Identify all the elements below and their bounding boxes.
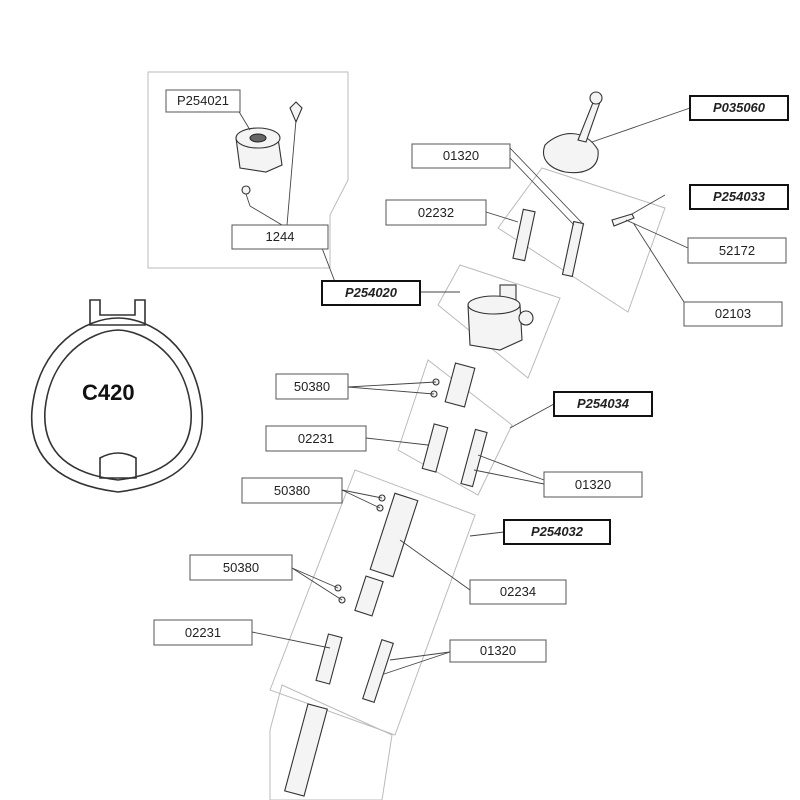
tube-bottom-part xyxy=(284,703,328,797)
panel-p254034 xyxy=(397,359,513,496)
parts xyxy=(235,91,635,797)
svg-text:02231: 02231 xyxy=(185,625,221,640)
svg-text:01320: 01320 xyxy=(575,477,611,492)
label-50380-c: 50380 xyxy=(189,554,293,581)
end-cap-p254021-part xyxy=(235,101,303,207)
svg-text:01320: 01320 xyxy=(443,148,479,163)
assembly-labels: P254020 P035060 P254033 P254034 P254032 xyxy=(321,95,789,545)
label-p254034: P254034 xyxy=(553,391,653,417)
tube-02231-a-part xyxy=(421,423,449,473)
svg-text:P254020: P254020 xyxy=(345,285,398,300)
tube-01320-top-part xyxy=(561,220,585,278)
tube-01320-bot-part xyxy=(362,638,394,704)
svg-text:50380: 50380 xyxy=(274,483,310,498)
adapter-p254020-part xyxy=(467,284,534,351)
svg-text:50380: 50380 xyxy=(294,379,330,394)
label-02231-b: 02231 xyxy=(153,619,253,646)
svg-text:P254032: P254032 xyxy=(531,524,584,539)
svg-text:P254034: P254034 xyxy=(577,396,630,411)
label-50380-a: 50380 xyxy=(275,373,349,400)
c420-profile: C420 xyxy=(30,299,204,493)
label-p254021: P254021 xyxy=(165,89,241,113)
svg-text:1244: 1244 xyxy=(266,229,295,244)
profile-name: C420 xyxy=(82,380,135,405)
label-02234: 02234 xyxy=(469,579,567,605)
label-p254033: P254033 xyxy=(689,184,789,210)
panel-p254032 xyxy=(269,469,476,736)
svg-text:02234: 02234 xyxy=(500,584,536,599)
label-01320-bot: 01320 xyxy=(449,639,547,663)
label-p035060: P035060 xyxy=(689,95,789,121)
label-01320-top: 01320 xyxy=(411,143,511,169)
tube-02231-b-part xyxy=(315,633,343,685)
svg-text:02103: 02103 xyxy=(715,306,751,321)
label-02231-a: 02231 xyxy=(265,425,367,452)
leader-lines xyxy=(237,107,691,675)
svg-text:P035060: P035060 xyxy=(713,100,766,115)
tube-02232-part xyxy=(512,208,536,262)
pull-ring-p035060-part xyxy=(543,91,603,174)
label-52172: 52172 xyxy=(687,237,787,264)
label-02232: 02232 xyxy=(385,199,487,226)
part-labels: P254021 1244 01320 02232 52172 02103 503… xyxy=(153,89,787,663)
label-p254020: P254020 xyxy=(321,280,421,306)
panel-p254020-detail xyxy=(147,71,349,269)
tube-50380-c-part xyxy=(354,575,384,617)
panel-bottom-continuation xyxy=(269,684,393,800)
svg-text:52172: 52172 xyxy=(719,243,755,258)
svg-text:P254033: P254033 xyxy=(713,189,766,204)
label-50380-b: 50380 xyxy=(241,477,343,504)
label-1244: 1244 xyxy=(231,224,329,250)
assembly-panels xyxy=(147,71,666,800)
svg-text:P254021: P254021 xyxy=(177,93,229,108)
svg-text:01320: 01320 xyxy=(480,643,516,658)
tube-50380-a-part xyxy=(444,362,476,408)
svg-text:02232: 02232 xyxy=(418,205,454,220)
tube-02234-part xyxy=(369,492,419,578)
svg-text:50380: 50380 xyxy=(223,560,259,575)
label-01320-mid: 01320 xyxy=(543,471,643,498)
tube-01320-mid-part xyxy=(460,428,488,488)
panel-p254033 xyxy=(497,167,666,313)
svg-text:02231: 02231 xyxy=(298,431,334,446)
panel-p254020 xyxy=(437,264,561,379)
label-p254032: P254032 xyxy=(503,519,611,545)
pin-52172-part xyxy=(611,213,635,227)
label-02103: 02103 xyxy=(683,301,783,327)
